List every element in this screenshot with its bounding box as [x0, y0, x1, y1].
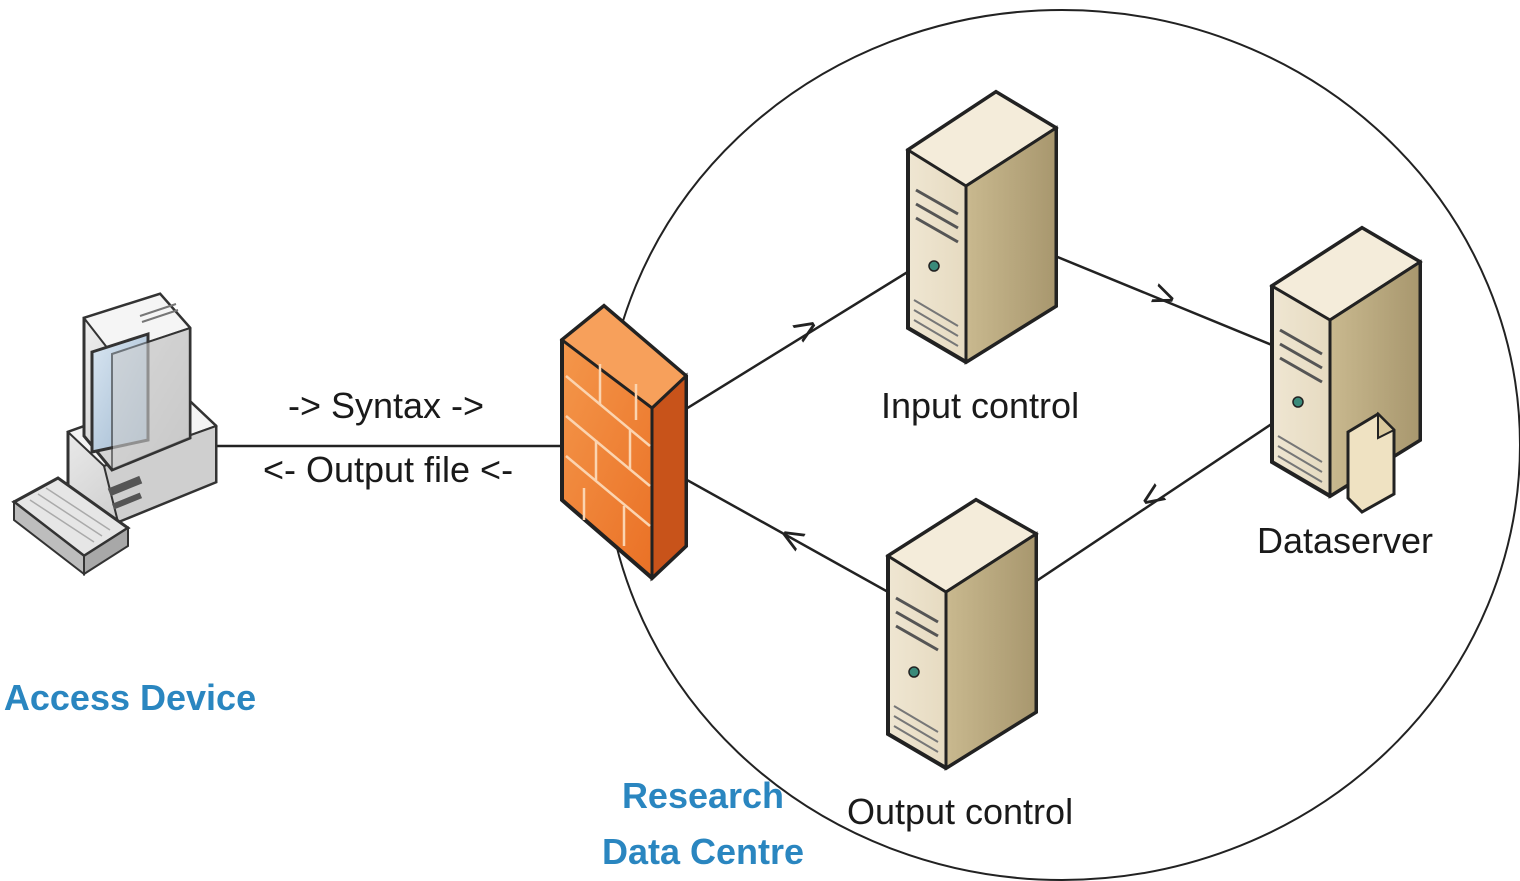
dataserver-label: Dataserver [1257, 520, 1433, 561]
output-file-label: <- Output file <- [263, 449, 513, 490]
research-centre-label-line2: Data Centre [602, 831, 804, 872]
dataserver-icon [1269, 225, 1423, 514]
arrow-mark-input-dataserver: > [1145, 272, 1183, 322]
desktop-computer-icon [11, 292, 218, 577]
firewall-icon [559, 303, 689, 582]
arrow-mark-firewall-input: > [784, 304, 827, 354]
access-device-label: Access Device [4, 677, 256, 718]
input-control-label: Input control [881, 385, 1079, 426]
input-control-server-icon [905, 89, 1059, 365]
document-icon [1346, 411, 1396, 514]
research-centre-label-line1: Research [622, 775, 784, 816]
output-control-server-icon [885, 497, 1039, 771]
arrow-mark-output-firewall: < [771, 513, 813, 563]
output-control-label: Output control [847, 791, 1073, 832]
syntax-label: -> Syntax -> [288, 385, 484, 426]
